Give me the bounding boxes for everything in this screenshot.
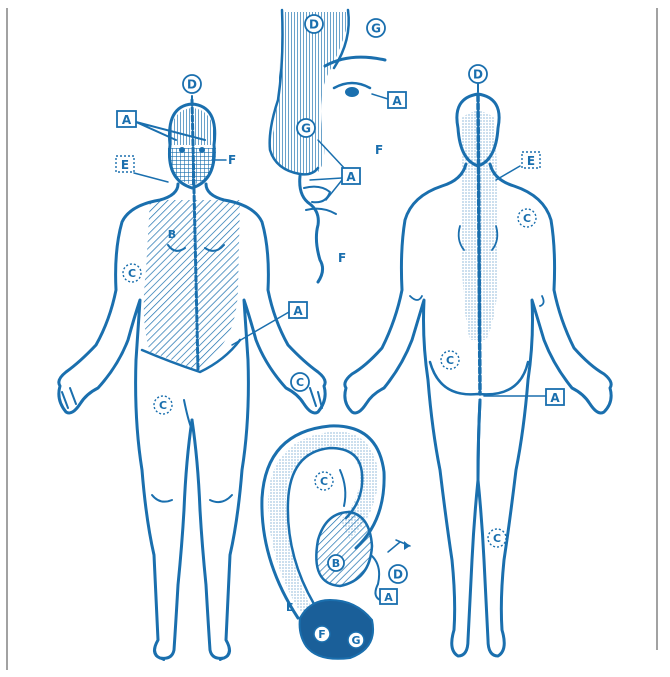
svg-text:B: B (332, 557, 340, 570)
back-spine (478, 96, 480, 394)
svg-text:A: A (346, 170, 356, 184)
face-A-pointer (372, 94, 388, 99)
ear-lobe (300, 600, 373, 659)
ear-label-C: C (315, 472, 333, 490)
front-label-F: F (228, 153, 236, 167)
ear-antihelix (340, 470, 345, 506)
back-E-pointer (496, 166, 520, 180)
face-label-F-cheek: F (375, 143, 383, 157)
front-knees (152, 495, 232, 502)
front-label-E: E (116, 156, 134, 172)
ear-concha (316, 512, 372, 586)
front-E-pointer (134, 173, 168, 182)
front-label-A: A (117, 111, 136, 127)
ear-tragus (372, 556, 380, 600)
svg-text:C: C (523, 212, 531, 225)
svg-text:C: C (128, 267, 136, 280)
svg-text:A: A (384, 591, 393, 604)
front-label-D: D (183, 75, 201, 93)
face-profile (270, 10, 388, 282)
svg-text:D: D (393, 568, 403, 582)
front-label-A2: A (289, 302, 307, 318)
svg-text:C: C (159, 399, 167, 412)
face-label-A-mouth: A (342, 168, 360, 184)
svg-text:D: D (187, 78, 197, 92)
back-label-C-calf: C (488, 529, 506, 547)
svg-text:D: D (309, 18, 319, 32)
svg-text:A: A (122, 113, 132, 127)
face-label-D: D (305, 15, 323, 33)
back-label-D: D (469, 65, 487, 83)
svg-text:C: C (446, 354, 454, 367)
back-figure (345, 78, 611, 656)
front-fingers (62, 388, 322, 408)
svg-text:C: C (296, 376, 304, 389)
face-eye (345, 87, 359, 97)
front-eye-right (199, 147, 205, 153)
ear-label-E: E (286, 601, 294, 614)
ear-label-A: A (380, 589, 397, 604)
back-label-A: A (546, 389, 564, 405)
svg-text:D: D (473, 68, 483, 82)
ear-arrow-head (404, 541, 410, 550)
svg-text:G: G (371, 22, 381, 36)
face-lip-line (306, 209, 336, 214)
face-label-G-nose: G (297, 119, 315, 137)
face-label-A-eye: A (388, 92, 406, 108)
svg-text:E: E (527, 154, 535, 168)
svg-text:G: G (301, 122, 311, 136)
front-label-C-hand: C (291, 373, 309, 391)
ear-label-G: G (348, 632, 364, 648)
back-label-C-shoulder: C (518, 209, 536, 227)
front-label-B: B (168, 228, 176, 241)
face-label-G-top: G (367, 19, 385, 37)
svg-text:A: A (550, 391, 560, 405)
back-label-E: E (522, 152, 540, 168)
svg-text:C: C (320, 475, 328, 488)
svg-text:F: F (318, 628, 326, 641)
back-label-C-buttock: C (441, 351, 459, 369)
front-torso-hatch (144, 200, 240, 372)
svg-text:G: G (351, 634, 360, 647)
face-lips-chin (300, 176, 323, 282)
face-label-F-chin: F (338, 251, 346, 265)
ear-label-F: F (314, 626, 330, 642)
ear (262, 426, 410, 659)
front-eye-left (179, 147, 185, 153)
ear-label-B: B (328, 555, 344, 571)
front-crotch (184, 400, 192, 430)
svg-text:E: E (121, 158, 129, 172)
svg-text:C: C (493, 532, 501, 545)
ear-label-D: D (389, 565, 407, 583)
front-label-C-thigh: C (154, 396, 172, 414)
svg-text:A: A (392, 94, 402, 108)
svg-text:A: A (293, 304, 303, 318)
front-label-C-arm: C (123, 264, 141, 282)
